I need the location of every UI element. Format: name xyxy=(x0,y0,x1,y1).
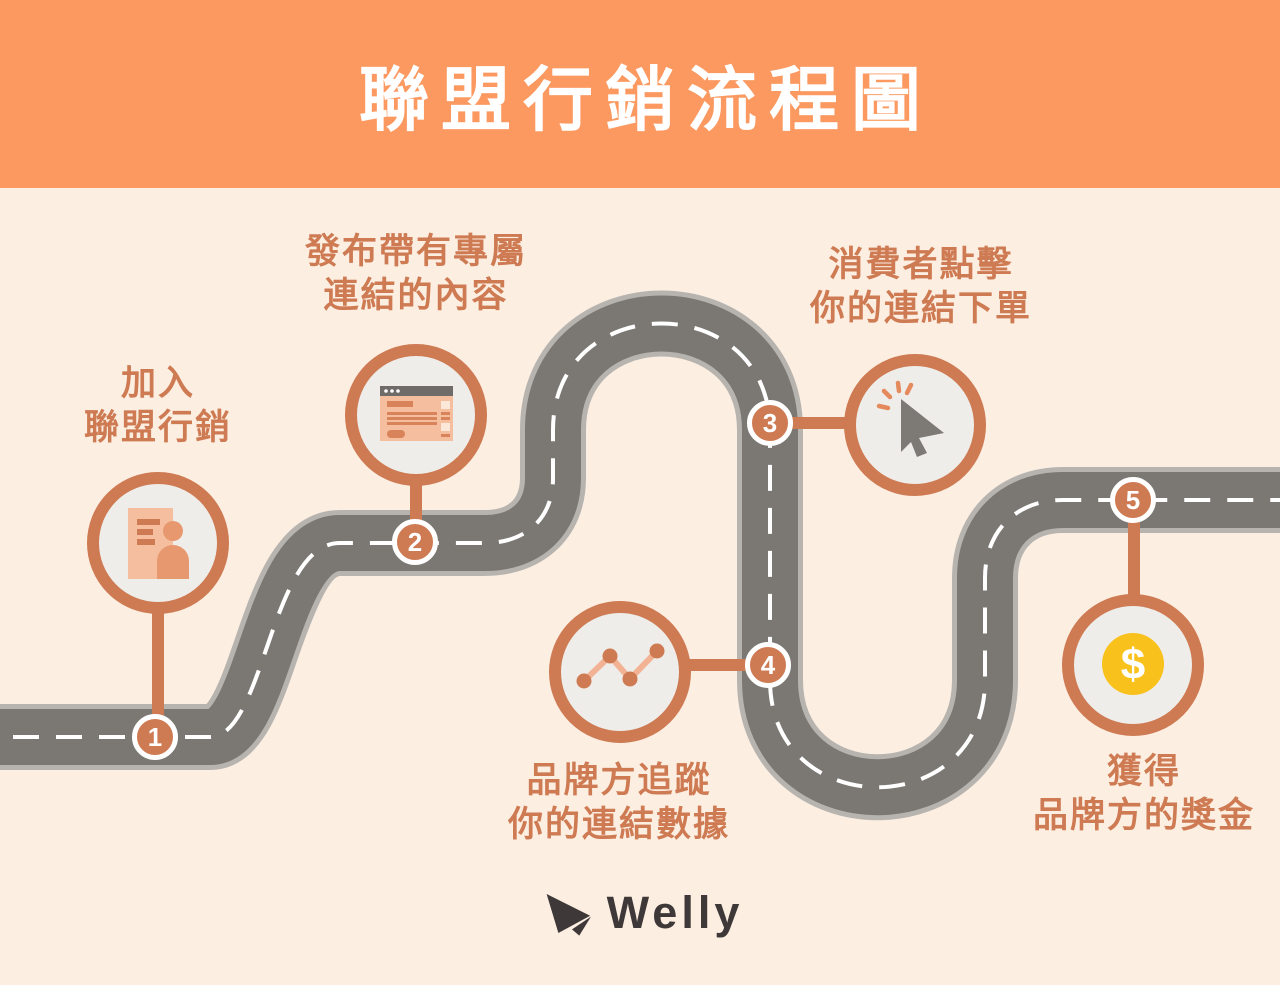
brand-logo: Welly xyxy=(537,886,744,940)
road-marker-2: 2 xyxy=(392,519,438,565)
label-step-5: 獲得 品牌方的獎金 xyxy=(934,750,1280,838)
step-number: 1 xyxy=(147,722,163,752)
road-center-line xyxy=(0,321,1280,790)
welly-plane-icon xyxy=(546,893,592,936)
node-step-2 xyxy=(345,344,487,486)
step-number: 4 xyxy=(760,650,776,680)
label-line: 連結的內容 xyxy=(323,275,509,315)
label-line: 消費者點擊 xyxy=(828,245,1014,284)
line-chart-icon xyxy=(576,643,665,689)
label-step-2: 發布帶有專屬 連結的內容 xyxy=(206,230,626,318)
node-step-5: $ xyxy=(1062,594,1204,736)
brand-name: Welly xyxy=(606,887,744,938)
road-marker-3: 3 xyxy=(747,400,793,446)
browser-window-icon xyxy=(380,386,453,441)
label-line: 品牌方的獎金 xyxy=(1032,795,1255,835)
road-marker-1: 1 xyxy=(132,714,178,760)
label-line: 獲得 xyxy=(1106,752,1181,791)
node-step-1 xyxy=(87,472,229,614)
label-line: 你的連結數據 xyxy=(507,804,730,844)
header-band: 聯盟行銷流程圖 xyxy=(0,0,1280,188)
label-step-3: 消費者點擊 你的連結下單 xyxy=(711,243,1131,331)
label-line: 聯盟行銷 xyxy=(83,407,232,447)
document-person-icon xyxy=(128,508,189,579)
label-line: 品牌方追蹤 xyxy=(526,761,712,800)
step-number: 2 xyxy=(407,527,423,557)
svg-text:$: $ xyxy=(1121,640,1145,689)
page-title: 聯盟行銷流程圖 xyxy=(359,60,933,139)
cursor-click-icon xyxy=(876,380,944,457)
step-number: 5 xyxy=(1125,485,1141,515)
node-step-3 xyxy=(844,354,986,496)
dollar-coin-icon: $ xyxy=(1102,633,1164,695)
node-step-4 xyxy=(549,601,691,743)
label-line: 加入 xyxy=(120,364,195,403)
road-marker-5: 5 xyxy=(1110,477,1156,523)
label-step-1: 加入 聯盟行銷 xyxy=(0,362,368,450)
label-step-4: 品牌方追蹤 你的連結數據 xyxy=(409,759,829,847)
label-line: 發布帶有專屬 xyxy=(304,232,527,271)
road-marker-4: 4 xyxy=(745,642,791,688)
label-line: 你的連結下單 xyxy=(809,288,1032,328)
step-number: 3 xyxy=(762,408,778,438)
